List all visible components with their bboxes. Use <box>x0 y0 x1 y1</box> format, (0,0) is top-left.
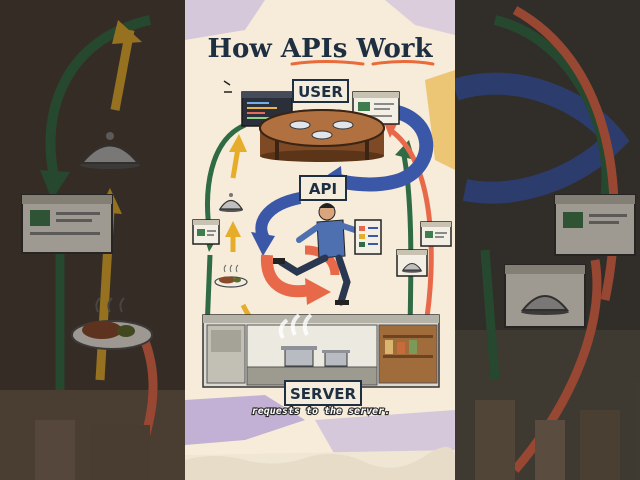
api-label: API <box>299 175 347 201</box>
user-label: USER <box>292 79 349 103</box>
browser-window-icon <box>21 194 113 254</box>
server-label: SERVER <box>284 380 362 406</box>
steak-plate-icon <box>214 264 248 288</box>
browser-window-icon <box>554 194 636 256</box>
kitchen-scene <box>202 313 440 388</box>
steak-plate-icon <box>71 297 153 350</box>
blurred-background-left <box>0 0 185 480</box>
title: How APIs Work <box>207 34 433 64</box>
restaurant-table <box>259 109 385 162</box>
browser-window-icon <box>420 221 452 247</box>
cloche-icon <box>396 249 428 277</box>
title-underline <box>290 60 365 66</box>
user-label-text: USER <box>298 83 343 101</box>
video-caption: requests to the server. <box>252 406 390 417</box>
api-label-text: API <box>309 180 337 198</box>
browser-window-icon <box>352 91 400 125</box>
title-underline <box>371 60 435 66</box>
waiter-figure <box>273 203 364 306</box>
cloche-icon <box>504 264 586 328</box>
browser-window-icon <box>192 219 220 245</box>
cloche-icon <box>79 132 141 169</box>
cloche-icon <box>218 193 244 212</box>
pot-icon <box>281 346 350 367</box>
server-label-text: SERVER <box>290 385 356 403</box>
checklist-icon <box>354 219 382 255</box>
blurred-background-right <box>455 0 640 480</box>
api-diagram-panel: How APIs Work <box>185 0 455 480</box>
